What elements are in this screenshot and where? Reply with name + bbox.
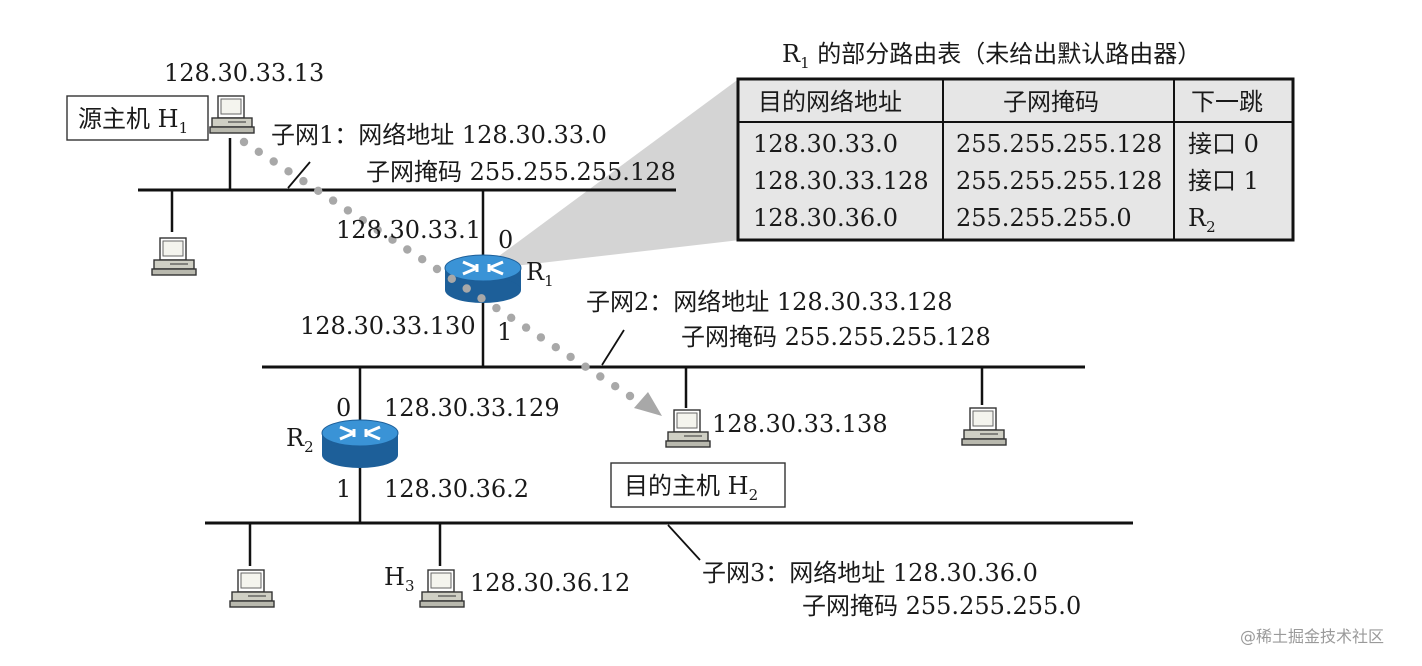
r1-ip1: 128.30.33.130 xyxy=(300,312,476,340)
packet-path-dot xyxy=(596,372,605,381)
packet-path-dot xyxy=(551,343,560,352)
table-cell: 255.255.255.0 xyxy=(956,204,1132,232)
packet-path-arrowhead xyxy=(634,392,662,416)
packet-path-dot xyxy=(314,186,323,195)
packet-path-dot xyxy=(373,225,382,235)
subnet3-pointer xyxy=(667,524,701,561)
r2-port0: 0 xyxy=(336,394,351,422)
source-host-ip: 128.30.33.13 xyxy=(164,59,324,87)
subnet1-pointer xyxy=(287,161,311,189)
dest-host-box xyxy=(610,462,786,508)
packet-path-dot xyxy=(328,196,338,205)
packet-path-dot xyxy=(507,313,516,322)
table-cell-nexthop-r2: R2 xyxy=(1188,204,1216,236)
subnet2-line2: 子网掩码 255.255.255.128 xyxy=(681,323,991,351)
packet-path-dot xyxy=(611,382,620,391)
packet-path-dot xyxy=(343,206,353,215)
r2-port1: 1 xyxy=(336,475,351,503)
packet-path-dot xyxy=(432,264,442,274)
subnet1-line1: 子网1：网络地址 128.30.33.0 xyxy=(271,121,607,149)
packet-path-dot xyxy=(418,255,427,264)
table-header-dest: 目的网络地址 xyxy=(758,88,902,116)
r2-ip1: 128.30.36.2 xyxy=(384,475,529,503)
subnet2-pointer xyxy=(601,329,625,366)
packet-path-dot xyxy=(536,333,546,342)
table-cell: 接口 0 xyxy=(1188,130,1259,158)
packet-path-dot xyxy=(239,137,249,147)
packet-path-dot xyxy=(299,176,308,186)
packet-path-dot xyxy=(358,216,367,225)
r1-ip0: 128.30.33.1 xyxy=(336,216,481,244)
subnet2-line1: 子网2：网络地址 128.30.33.128 xyxy=(586,288,952,316)
table-cell: 255.255.255.128 xyxy=(956,167,1162,195)
packet-path-dot xyxy=(462,284,471,293)
packet-path-dot xyxy=(269,157,278,166)
dest-host-ip: 128.30.33.138 xyxy=(712,410,888,438)
packet-path xyxy=(239,137,635,401)
subnet1-line2: 子网掩码 255.255.255.128 xyxy=(366,158,676,186)
computer-icon xyxy=(229,569,275,608)
h3-label: H3 xyxy=(384,563,414,595)
table-cell: 128.30.36.0 xyxy=(753,204,898,232)
packet-path-dot xyxy=(477,294,486,303)
routing-table-callout xyxy=(480,78,740,270)
dest-host-h2-computer-icon xyxy=(665,409,711,448)
source-host-label: 源主机 H1 xyxy=(78,105,188,137)
r1-port1: 1 xyxy=(497,318,512,346)
packet-path-dot xyxy=(581,362,590,371)
r2-label: R2 xyxy=(286,424,314,456)
table-cell: 255.255.255.128 xyxy=(956,130,1162,158)
source-host-h1-computer-icon xyxy=(209,95,255,134)
computer-icon xyxy=(151,237,197,276)
source-host-box xyxy=(66,95,209,141)
table-header-nexthop: 下一跳 xyxy=(1191,88,1263,116)
subnet3-line1: 子网3：网络地址 128.30.36.0 xyxy=(702,559,1038,587)
table-cell: 128.30.33.0 xyxy=(753,130,898,158)
subnet3-line2: 子网掩码 255.255.255.0 xyxy=(802,592,1081,620)
packet-path-dot xyxy=(388,235,397,244)
r1-label: R1 xyxy=(526,258,554,290)
packet-path-dot xyxy=(492,303,501,313)
packet-path-dot xyxy=(566,352,575,362)
h3-computer-icon xyxy=(419,569,465,608)
routing-table: 目的网络地址 子网掩码 下一跳 128.30.33.0 255.255.255.… xyxy=(736,77,1295,242)
computer-icon xyxy=(961,407,1007,446)
packet-path-dot xyxy=(284,167,293,176)
r1-port0: 0 xyxy=(498,226,513,254)
watermark: @稀土掘金技术社区 xyxy=(1240,627,1384,646)
packet-path-dot xyxy=(625,391,635,401)
packet-path-dot xyxy=(521,323,531,332)
dest-host-label: 目的主机 H2 xyxy=(624,472,758,504)
routing-table-title: R1 的部分路由表（未给出默认路由器） xyxy=(782,40,1201,72)
table-cell: 接口 1 xyxy=(1188,167,1259,195)
router-r2-icon xyxy=(320,418,400,470)
table-cell: 128.30.33.128 xyxy=(753,167,929,195)
packet-path-dot xyxy=(447,274,456,283)
table-header-mask: 子网掩码 xyxy=(1003,88,1099,116)
h3-ip: 128.30.36.12 xyxy=(470,569,630,597)
r2-ip0: 128.30.33.129 xyxy=(384,394,560,422)
packet-path-dot xyxy=(403,245,412,254)
packet-path-dot xyxy=(254,147,263,156)
